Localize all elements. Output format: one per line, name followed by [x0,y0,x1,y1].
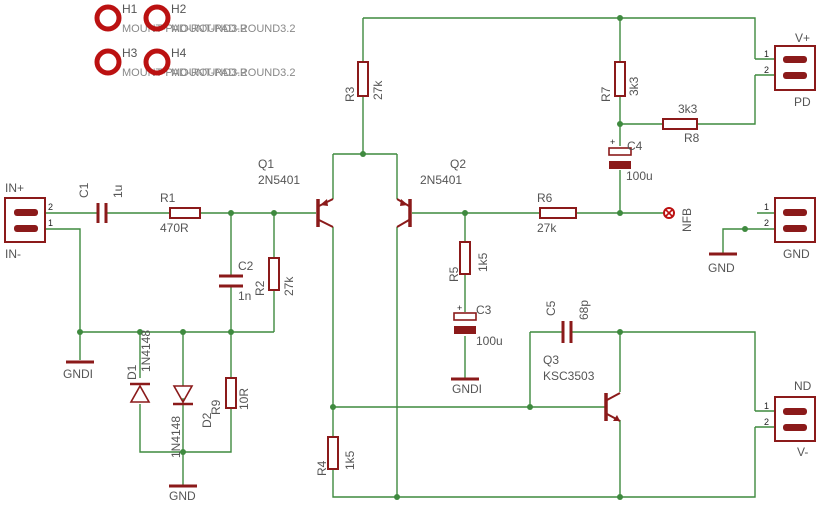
junctions [77,15,748,500]
c4-polarity: + [610,137,615,147]
r7-name: R7 [599,86,613,102]
d1-name: D1 [125,364,139,380]
r2-name: R2 [253,280,267,296]
power-positive-pin-1: 1 [764,49,769,59]
capacitor-c4: + C4 100u [608,137,653,183]
r2-value: 27k [282,276,296,296]
power-positive-pin-2: 2 [764,65,769,75]
c4-name: C4 [627,139,643,153]
r5-value: 1k5 [476,252,490,272]
c1-value: 1u [111,185,125,198]
capacitor-c5: C5 68p [544,300,591,343]
c4-value: 100u [626,169,653,183]
q3-name: Q3 [543,353,559,367]
ground-gnd-bottom: GND [169,484,197,503]
ground-connector-label: GND [783,247,810,261]
r1-name: R1 [160,191,176,205]
nfb-pad: NFB [663,207,694,232]
transistor-q1: Q1 2N5401 [258,157,334,228]
transistor-q3: Q3 KSC3503 [543,353,621,422]
gnd-right-label: GND [708,261,735,275]
r1-value: 470R [160,221,189,235]
power-positive-bottom-label: PD [794,95,811,109]
mounting-hole-h2: H2 MOUNT-PAD-ROUND3.2 [143,2,295,35]
power-negative-pin-2: 2 [764,417,769,427]
r3-name: R3 [343,86,357,102]
r4-name: R4 [315,460,329,476]
q1-value: 2N5401 [258,173,300,187]
resistor-r8: 3k3 R8 [662,102,700,145]
power-negative-pin-1: 1 [764,401,769,411]
resistor-r5: R5 1k5 [447,241,490,282]
q3-value: KSC3503 [543,369,595,383]
power-positive-top-label: V+ [795,31,810,45]
c2-name: C2 [238,259,254,273]
power-negative-bottom-label: V- [797,445,808,459]
mounting-hole-h4: H4 MOUNT-PAD-ROUND3.2 [143,46,295,79]
resistor-r1: R1 470R [160,191,201,235]
resistor-r6: R6 27k [537,191,577,235]
input-connector-bottom-label: IN- [5,247,21,261]
nfb-label: NFB [680,208,694,232]
h2-value: MOUNT-PAD-ROUND3.2 [171,23,295,35]
h3-name: H3 [122,46,138,60]
h2-name: H2 [171,2,187,16]
power-negative-top-label: ND [794,379,812,393]
resistor-r3: R3 27k [343,61,385,102]
capacitor-c1: C1 1u [77,182,125,223]
transistor-q2: Q2 2N5401 [396,157,466,228]
c5-name: C5 [544,300,558,316]
input-connector-pin-1: 1 [48,218,53,228]
q2-value: 2N5401 [420,173,462,187]
ground-connector-pin-1: 1 [764,202,769,212]
resistor-r4: R4 1k5 [315,436,357,476]
h4-value: MOUNT-PAD-ROUND3.2 [171,67,295,79]
resistor-r9: R9 10R [209,377,251,415]
diode-d2: D2 1N4148 [169,385,214,458]
c2-value: 1n [238,289,251,303]
ground-connector: GND 1 2 [764,197,816,261]
ground-gndi-left: GNDI [63,360,94,381]
capacitor-c3: + C3 100u [453,303,503,348]
q2-name: Q2 [450,157,466,171]
c5-value: 68p [577,300,591,320]
r8-name: R8 [684,131,700,145]
r9-name: R9 [209,399,223,415]
r8-value: 3k3 [678,102,698,116]
capacitor-c2: C2 1n [219,259,254,303]
resistor-r7: R7 3k3 [599,61,641,102]
c1-name: C1 [77,182,91,198]
gnd-bottom-label: GND [169,489,196,503]
d1-value: 1N4148 [139,330,153,372]
d2-name: D2 [200,412,214,428]
r5-name: R5 [447,266,461,282]
diode-d1: D1 1N4148 [125,330,153,403]
input-connector-top-label: IN+ [5,181,24,195]
input-connector: IN+ IN- 2 1 [4,181,53,261]
ground-gndi-mid: GNDI [451,377,482,396]
q1-name: Q1 [258,157,274,171]
c3-name: C3 [476,303,492,317]
h4-name: H4 [171,46,187,60]
gndi-mid-label: GNDI [452,382,482,396]
power-negative-connector: ND V- 1 2 [764,379,816,459]
h1-name: H1 [122,2,138,16]
c3-value: 100u [476,334,503,348]
input-connector-pin-2: 2 [48,202,53,212]
d2-value: 1N4148 [169,416,183,458]
r7-value: 3k3 [627,76,641,96]
c3-polarity: + [457,303,462,313]
r3-value: 27k [371,80,385,100]
wires [45,17,775,498]
ground-gnd-right: GND [708,252,737,275]
r4-value: 1k5 [343,450,357,470]
r6-name: R6 [537,191,553,205]
resistor-r2: R2 27k [253,257,296,296]
r9-value: 10R [237,388,251,410]
power-positive-connector: V+ PD 1 2 [764,31,816,109]
r6-value: 27k [537,221,557,235]
gndi-left-label: GNDI [63,367,93,381]
ground-connector-pin-2: 2 [764,218,769,228]
